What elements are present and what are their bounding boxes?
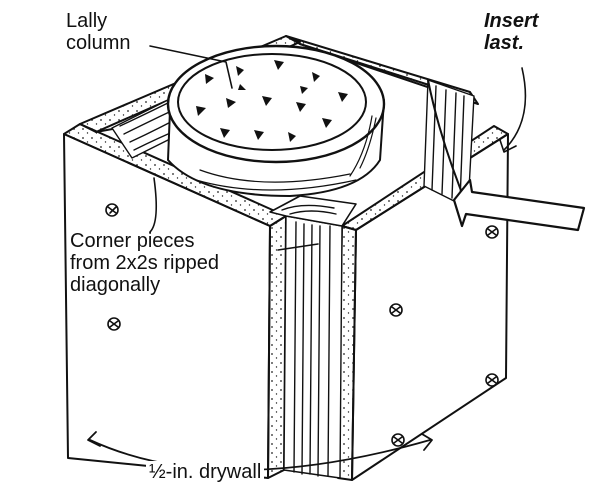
drywall-label: ½-in. drywall	[146, 461, 265, 483]
screw-head-icon	[391, 433, 405, 447]
corner-pieces-label-line-1: Corner pieces	[70, 230, 195, 252]
lally-column	[166, 44, 386, 197]
insert-last-label: Insert last.	[484, 10, 538, 54]
screw-head-icon	[389, 303, 403, 317]
screw-heads	[105, 203, 499, 447]
lally-column-label: Lally column	[66, 10, 130, 54]
insert-last-label-line-2: last.	[484, 32, 525, 54]
lally-column-label-line-1: Lally	[66, 10, 108, 32]
insert-direction-arrow-icon	[452, 178, 586, 232]
corner-pieces-label: Corner pieces from 2x2s ripped diagonall…	[70, 230, 219, 296]
insert-last-label-line-1: Insert	[484, 10, 539, 32]
right-drywall-panel	[337, 125, 509, 481]
corner-pieces-label-line-2: from 2x2s ripped	[70, 252, 219, 274]
concrete-aggregate	[196, 60, 348, 142]
screw-head-icon	[485, 225, 499, 239]
screw-head-icon	[107, 317, 121, 331]
corner-pieces	[111, 79, 475, 479]
corner-pieces-label-line-3: diagonally	[70, 274, 161, 296]
screw-head-icon	[105, 203, 119, 217]
lally-column-label-line-2: column	[66, 32, 131, 54]
left-drywall-panel	[63, 123, 287, 479]
leader-lines	[149, 45, 527, 251]
screw-head-icon	[485, 373, 499, 387]
